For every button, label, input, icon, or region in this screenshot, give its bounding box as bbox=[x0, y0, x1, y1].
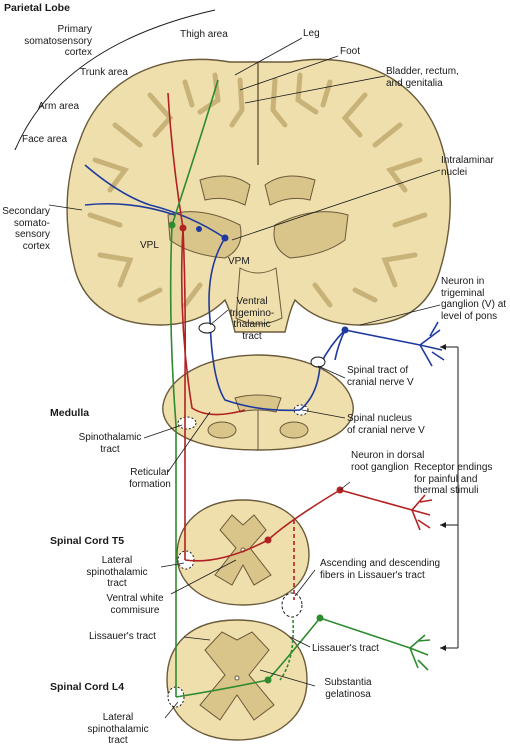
red-t5-neuron bbox=[264, 536, 272, 544]
spinal-cord-l4 bbox=[166, 619, 308, 741]
label-secondary-cortex: Secondary somato- sensory cortex bbox=[2, 206, 50, 252]
leader-lines bbox=[48, 37, 441, 719]
red-thoracic-pathway bbox=[167, 92, 433, 600]
label-face-area: Face area bbox=[22, 134, 68, 145]
label-bladder: Bladder, rectum, and genitalia bbox=[386, 66, 459, 89]
label-ventral-white: Ventral white commisure bbox=[106, 593, 164, 616]
label-neuron-dorsal: Neuron in dorsal root ganglion bbox=[351, 450, 425, 473]
label-spinal-tract-v: Spinal tract of cranial nerve V bbox=[347, 365, 414, 388]
label-leg: Leg bbox=[303, 28, 320, 39]
blue-thalamus-dot bbox=[196, 226, 202, 232]
label-foot: Foot bbox=[340, 46, 361, 57]
medulla-section bbox=[162, 354, 354, 451]
label-ventral-trigemino: Ventral trigemino- thalamic tract bbox=[229, 296, 275, 342]
label-arm-area: Arm area bbox=[38, 101, 80, 112]
label-trunk-area: Trunk area bbox=[80, 67, 128, 78]
blue-trigeminal-ganglion-neuron bbox=[341, 326, 349, 334]
label-intralaminar: Intralaminar nuclei bbox=[441, 155, 494, 178]
label-substantia: Substantia gelatinosa bbox=[324, 677, 372, 700]
label-vpl: VPL bbox=[140, 240, 159, 251]
green-vpl-neuron bbox=[168, 221, 176, 229]
label-thigh-area: Thigh area bbox=[180, 29, 228, 40]
spinal-cord-t5 bbox=[176, 499, 310, 618]
label-medulla: Medulla bbox=[50, 407, 90, 419]
arrow-trigeminal bbox=[440, 344, 446, 350]
spinal-tract-v-oval bbox=[310, 356, 326, 368]
olive-right bbox=[279, 421, 309, 439]
ventral-trigemino-oval bbox=[198, 322, 216, 334]
arrow-l4 bbox=[440, 645, 446, 651]
lateral-ventricle-right bbox=[264, 175, 316, 206]
lateral-ventricle-left bbox=[199, 175, 251, 206]
label-spinal-nucleus-v: Spinal nucleus of cranial nerve V bbox=[347, 413, 425, 436]
label-ascending-fibers: Ascending and descending fibers in Lissa… bbox=[320, 558, 441, 581]
green-drg-neuron bbox=[316, 614, 324, 622]
thalamus-left bbox=[167, 211, 242, 259]
label-spinothalamic: Spinothalamic tract bbox=[78, 432, 142, 455]
label-parietal-lobe: Parietal Lobe bbox=[4, 2, 70, 14]
olive-left bbox=[207, 421, 237, 439]
label-lissauer-right: Lissauer's tract bbox=[312, 643, 379, 654]
label-neuron-trigeminal: Neuron in trigeminal ganglion (V) at lev… bbox=[441, 276, 507, 322]
label-lateral-st-t5: Lateral spinothalamic tract bbox=[86, 555, 148, 589]
label-receptor: Receptor endings for painful and thermal… bbox=[414, 462, 493, 496]
blue-vpm-neuron bbox=[221, 234, 229, 242]
label-spinal-t5: Spinal Cord T5 bbox=[50, 535, 125, 547]
label-spinal-l4: Spinal Cord L4 bbox=[50, 681, 125, 693]
receptor-bracket bbox=[440, 346, 459, 649]
label-lateral-st-l4: Lateral spinothalamic tract bbox=[87, 712, 149, 746]
lissauer-oval-t5 bbox=[281, 592, 303, 618]
label-primary-cortex: Primary somatosensory cortex bbox=[24, 24, 92, 58]
primary-cortex-arc bbox=[14, 9, 216, 151]
brainstem-stub bbox=[235, 267, 283, 325]
label-reticular: Reticular formation bbox=[129, 467, 171, 490]
green-lumbar-pathway bbox=[169, 79, 431, 698]
label-lissauer-left: Lissauer's tract bbox=[89, 631, 156, 642]
green-l4-neuron bbox=[264, 676, 272, 684]
spinothalamic-oval-medulla bbox=[177, 416, 197, 430]
label-vpm: VPM bbox=[228, 256, 250, 267]
red-vpl-neuron bbox=[179, 224, 187, 232]
brain-section bbox=[66, 58, 451, 333]
arrow-t5 bbox=[440, 522, 446, 528]
